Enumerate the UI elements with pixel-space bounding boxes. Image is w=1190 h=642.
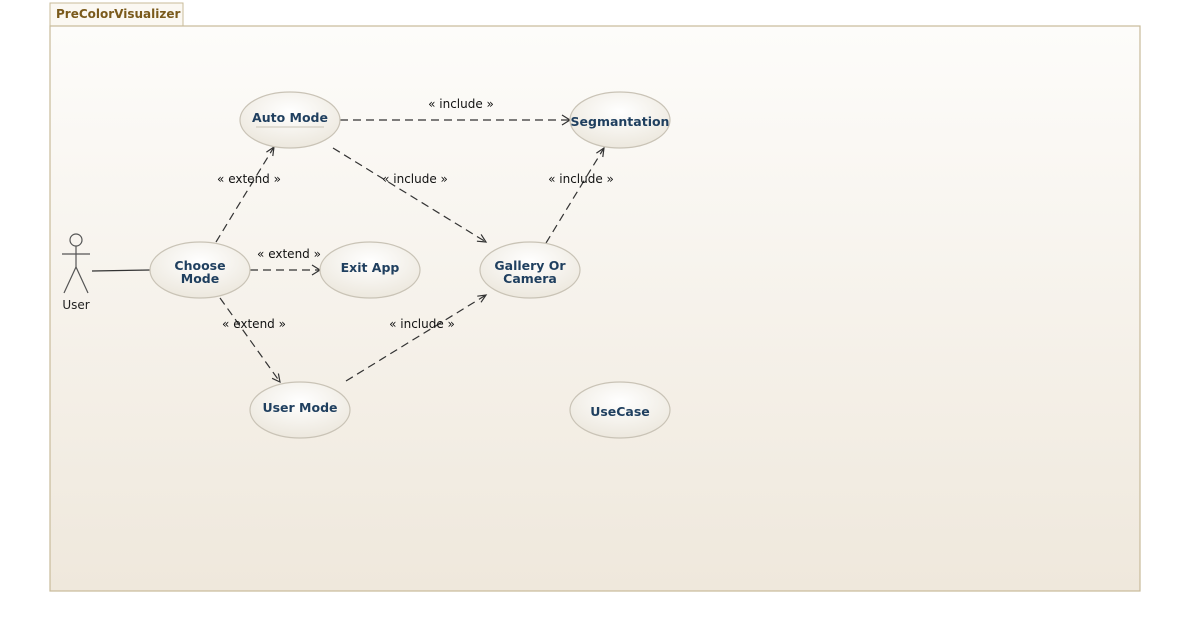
package-name: PreColorVisualizer	[56, 7, 181, 21]
usecase-label: UseCase	[590, 404, 650, 419]
usecase-label: Segmantation	[571, 114, 670, 129]
usecase-label: User Mode	[262, 400, 337, 415]
usecase-choose-mode[interactable]: Choose Mode	[149, 241, 251, 299]
relation-label: « include »	[382, 172, 448, 186]
association-user-choose-mode	[91, 269, 151, 272]
relation-label: « include »	[389, 317, 455, 331]
usecase-auto-mode[interactable]: Auto Mode	[239, 91, 341, 149]
actor-label: User	[62, 298, 89, 312]
relation-label: « extend »	[257, 247, 321, 261]
relation-choose-to-user: « extend »	[219, 297, 286, 384]
relation-label: « include »	[548, 172, 614, 186]
usecase-segmantation[interactable]: Segmantation	[569, 91, 671, 149]
relation-label: « extend »	[217, 172, 281, 186]
relation-auto-to-gallery: « include »	[332, 147, 488, 243]
relation-label: « extend »	[222, 317, 286, 331]
relation-gallery-to-segmantation: « include »	[545, 146, 614, 244]
relation-user-to-gallery: « include »	[345, 294, 488, 382]
usecase-exit-app[interactable]: Exit App	[319, 241, 421, 299]
usecase-user-mode[interactable]: User Mode	[249, 381, 351, 439]
usecase-label-line-2: Mode	[181, 271, 219, 286]
usecase-label-line-1: Choose	[174, 258, 225, 273]
actor-left-leg	[63, 266, 77, 294]
relation-choose-to-auto: « extend »	[215, 145, 281, 243]
actor-user[interactable]: User	[62, 233, 90, 312]
usecase-label: Auto Mode	[252, 110, 328, 125]
usecase-gallery-or-camera[interactable]: Gallery Or Camera	[479, 241, 581, 299]
usecase-label-line-1: Gallery Or	[494, 258, 566, 273]
relation-label: « include »	[428, 97, 494, 111]
usecase-label-line-2: Camera	[503, 271, 557, 286]
usecase-label: Exit App	[341, 260, 400, 275]
usecase-usecase[interactable]: UseCase	[569, 381, 671, 439]
actor-right-leg	[75, 266, 89, 294]
